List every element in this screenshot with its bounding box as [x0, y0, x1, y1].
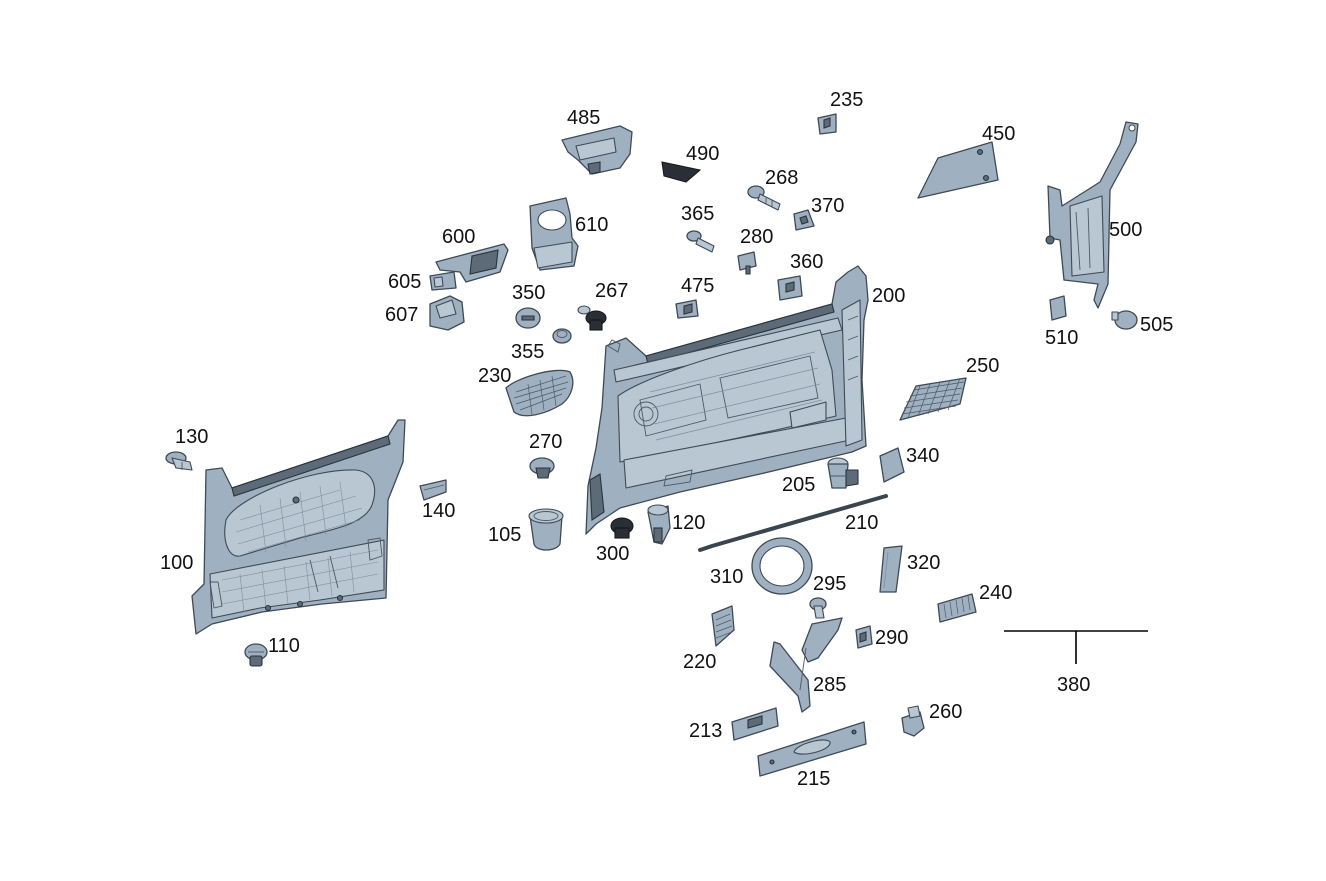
label-280: 280: [740, 226, 774, 248]
label-365: 365: [681, 203, 715, 225]
label-310: 310: [710, 566, 744, 588]
label-140: 140: [422, 500, 456, 522]
part-290-clip: [855, 625, 873, 649]
part-210-seal-strip: [698, 494, 888, 552]
part-450-cover-panel: [917, 141, 999, 199]
label-370: 370: [811, 195, 845, 217]
part-140-bracket: [419, 479, 447, 501]
part-350-knob: [515, 307, 541, 329]
part-505-screw: [1111, 310, 1138, 330]
part-310-ring: [751, 537, 813, 595]
label-270: 270: [529, 431, 563, 453]
label-205: 205: [782, 474, 816, 496]
label-605: 605: [388, 271, 422, 293]
label-485: 485: [567, 107, 601, 129]
label-500: 500: [1109, 219, 1143, 241]
part-380-group-marker: [1004, 630, 1148, 664]
part-200-main-trim-panel: [585, 265, 869, 535]
part-340-cover: [879, 447, 905, 483]
label-505: 505: [1140, 314, 1174, 336]
part-355-cap: [552, 328, 572, 344]
part-105-cup-insert: [528, 508, 564, 551]
part-213-plate: [731, 707, 779, 741]
label-213: 213: [689, 720, 723, 742]
part-610-cupholder: [529, 197, 579, 271]
part-320-cover: [879, 545, 903, 593]
part-280-clip: [737, 251, 757, 275]
label-268: 268: [765, 167, 799, 189]
label-200: 200: [872, 285, 906, 307]
part-600-switch-bezel: [435, 243, 509, 283]
label-130: 130: [175, 426, 209, 448]
part-510-clip: [1049, 295, 1067, 321]
label-290: 290: [875, 627, 909, 649]
part-365-screw: [686, 230, 715, 253]
part-268-screw: [747, 185, 781, 211]
label-320: 320: [907, 552, 941, 574]
part-485-housing: [561, 125, 633, 175]
label-355: 355: [511, 341, 545, 363]
label-267: 267: [595, 280, 629, 302]
label-230: 230: [478, 365, 512, 387]
part-130-clip: [165, 451, 193, 471]
label-380: 380: [1057, 674, 1091, 696]
part-285-bracket: [769, 617, 843, 713]
label-110: 110: [268, 635, 300, 657]
part-110-clip: [244, 643, 268, 667]
part-100-left-trim-panel: [191, 419, 406, 635]
part-500-bracket: [1045, 121, 1139, 309]
part-215-trim-plate: [757, 721, 867, 777]
label-235: 235: [830, 89, 864, 111]
label-105: 105: [488, 524, 522, 546]
part-267-clip: [577, 305, 607, 331]
part-235-clip: [817, 113, 837, 135]
label-475: 475: [681, 275, 715, 297]
label-607: 607: [385, 304, 419, 326]
part-490-pad: [661, 161, 702, 183]
label-450: 450: [982, 123, 1016, 145]
label-260: 260: [929, 701, 963, 723]
label-600: 600: [442, 226, 476, 248]
label-215: 215: [797, 768, 831, 790]
label-360: 360: [790, 251, 824, 273]
label-340: 340: [906, 445, 940, 467]
part-607-module: [429, 295, 465, 331]
label-300: 300: [596, 543, 630, 565]
label-210: 210: [845, 512, 879, 534]
part-605-switch: [429, 271, 457, 291]
part-370-clip: [793, 209, 815, 231]
label-610: 610: [575, 214, 609, 236]
part-120-socket: [647, 504, 671, 545]
part-230-speaker-grille: [505, 369, 574, 417]
part-220-vent: [711, 605, 735, 647]
label-285: 285: [813, 674, 847, 696]
label-220: 220: [683, 651, 717, 673]
part-240-grille: [937, 593, 977, 623]
label-295: 295: [813, 573, 847, 595]
part-300-clip: [610, 517, 634, 539]
label-510: 510: [1045, 327, 1079, 349]
part-205-latch: [827, 457, 859, 489]
part-360-cover: [777, 275, 803, 301]
part-260-bracket: [901, 705, 925, 737]
label-120: 120: [672, 512, 706, 534]
part-250-grille: [899, 377, 967, 421]
label-350: 350: [512, 282, 546, 304]
part-270-fastener: [529, 457, 555, 479]
part-475-clip: [675, 299, 699, 319]
label-240: 240: [979, 582, 1013, 604]
label-490: 490: [686, 143, 720, 165]
part-295-clip: [809, 597, 827, 619]
label-100: 100: [160, 552, 194, 574]
label-250: 250: [966, 355, 1000, 377]
